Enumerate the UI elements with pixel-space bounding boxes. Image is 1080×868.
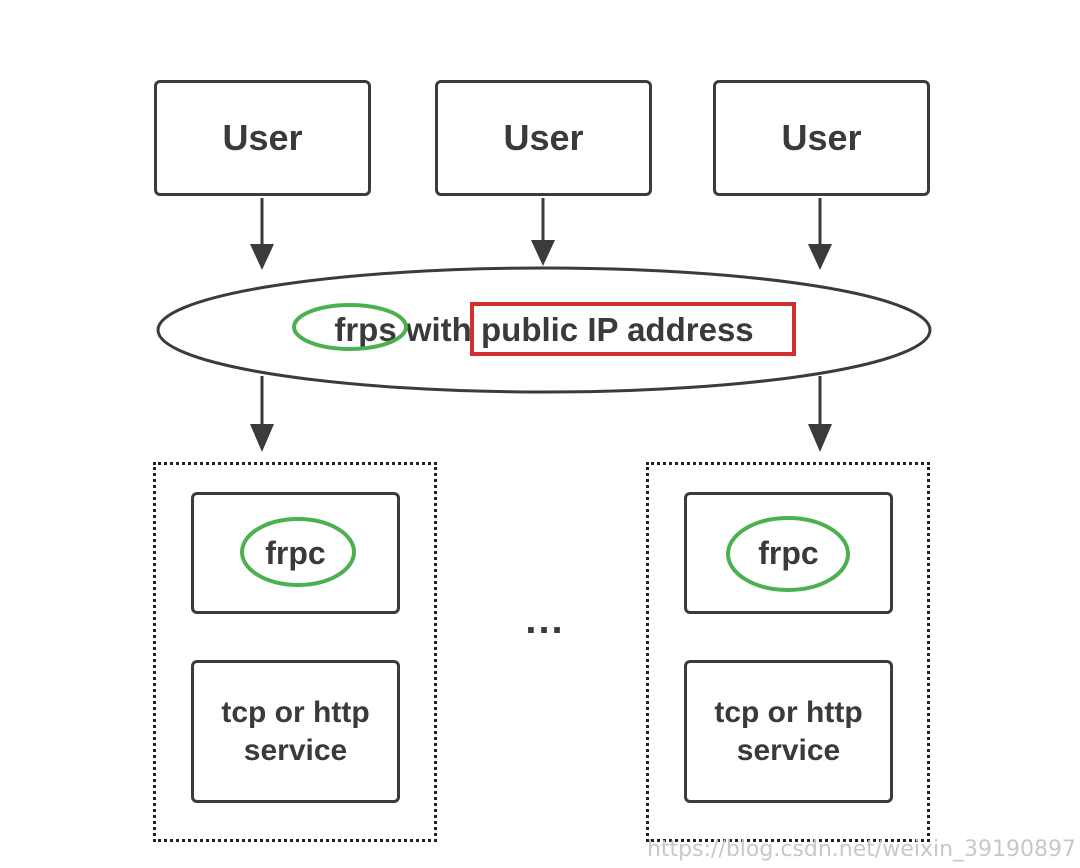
arrowhead-user-1 bbox=[250, 244, 274, 270]
watermark-text: https://blog.csdn.net/weixin_39190897 bbox=[646, 837, 1076, 862]
user-box-2: User bbox=[435, 80, 652, 196]
service-line2-2: service bbox=[736, 733, 841, 767]
server-to-client-arrows bbox=[250, 376, 832, 452]
service-box-2: tcp or http service bbox=[684, 660, 893, 803]
arrowhead-client-2 bbox=[808, 424, 832, 452]
client-group-2 bbox=[646, 462, 930, 842]
frpc-label-2: frpc bbox=[758, 534, 819, 571]
frps-text: frps bbox=[334, 311, 397, 348]
service-line2-1: service bbox=[243, 733, 348, 767]
user-box-1: User bbox=[154, 80, 371, 196]
client-group-1 bbox=[153, 462, 437, 842]
arrowhead-client-1 bbox=[250, 424, 274, 452]
frpc-label-1: frpc bbox=[265, 534, 326, 571]
frpc-box-2: frpc bbox=[684, 492, 893, 614]
user-label-1: User bbox=[222, 117, 303, 158]
user-label-3: User bbox=[781, 117, 862, 158]
frpc-box-1: frpc bbox=[191, 492, 400, 614]
user-box-3: User bbox=[713, 80, 930, 196]
arrowhead-user-2 bbox=[531, 240, 555, 266]
service-box-1: tcp or http service bbox=[191, 660, 400, 803]
service-line1-2: tcp or http bbox=[714, 696, 863, 729]
arrowhead-user-3 bbox=[808, 244, 832, 270]
service-line1-1: tcp or http bbox=[221, 696, 370, 729]
user-label-2: User bbox=[503, 117, 584, 158]
with-text: with bbox=[396, 311, 481, 348]
public-ip-text: public IP address bbox=[481, 311, 754, 348]
server-label: frps with public IP address bbox=[158, 268, 930, 392]
user-to-server-arrows bbox=[250, 198, 832, 270]
more-clients-ellipsis: ... bbox=[525, 598, 565, 642]
